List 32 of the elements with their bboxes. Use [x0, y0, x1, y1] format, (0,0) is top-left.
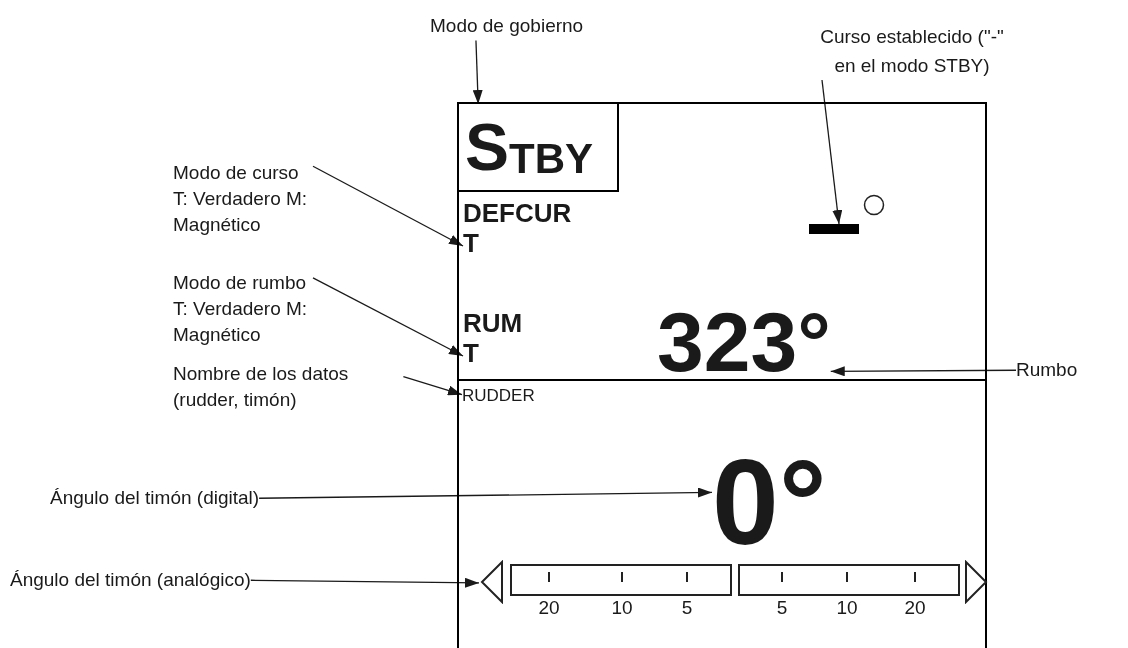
- scale-number: 10: [836, 598, 858, 617]
- callout-text: Ángulo del timón (digital): [50, 484, 260, 513]
- display-screen: [457, 102, 987, 648]
- leader-arrow: [830, 366, 1017, 377]
- leader-arrow: [312, 165, 464, 247]
- callout-text: Nombre de los datos (rudder, timón): [173, 361, 413, 413]
- leader-arrow: [821, 79, 843, 225]
- leader-arrow: [472, 39, 483, 105]
- data-name-text: RUDDER: [462, 387, 535, 404]
- callout-text: Modo de gobierno: [430, 12, 584, 41]
- heading-mode-label: RUM: [463, 308, 523, 338]
- leader-arrow: [258, 487, 713, 499]
- heading-mode-value: T: [463, 338, 480, 368]
- course-mode-value: T: [463, 228, 480, 258]
- heading-readout: 323°: [657, 300, 831, 384]
- callout-text: Ángulo del timón (analógico): [10, 566, 251, 595]
- scale-number: 5: [776, 598, 788, 617]
- set-course-dash: [809, 224, 859, 234]
- leader-arrow: [312, 277, 464, 357]
- scale-number: 10: [611, 598, 633, 617]
- callout-text: Modo de rumbo T: Verdadero M: Magnético: [173, 270, 313, 348]
- leader-arrow: [250, 577, 480, 588]
- callout-text: Modo de curso T: Verdadero M: Magnético: [173, 160, 313, 238]
- scale-number: 20: [538, 598, 560, 617]
- rudder-angle-readout: 0°: [712, 442, 827, 562]
- scale-number: 5: [681, 598, 693, 617]
- callout-text: Curso establecido ("-" en el modo STBY): [812, 22, 1012, 80]
- steering-mode-indicator: STBY: [459, 104, 619, 192]
- leader-arrow: [402, 375, 463, 396]
- course-mode-label: DEFCUR: [463, 198, 572, 228]
- scale-number: 20: [904, 598, 926, 617]
- callout-text: Rumbo: [1016, 356, 1078, 385]
